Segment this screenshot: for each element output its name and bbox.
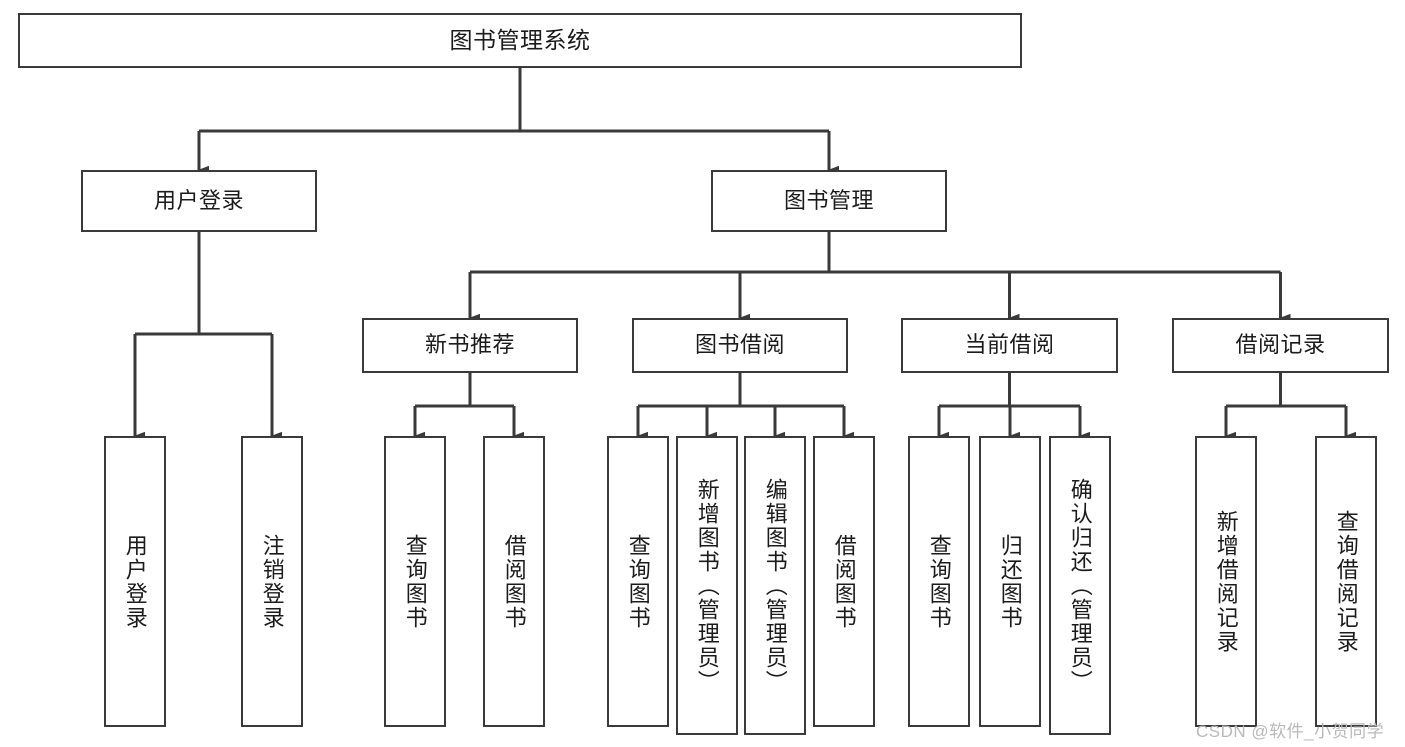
node-label: 新增图书（管理员）: [694, 477, 720, 694]
node-current-borrow[interactable]: 当前借阅: [901, 318, 1118, 373]
node-label: 归还图书: [997, 533, 1023, 630]
node-label: 新增借阅记录: [1213, 509, 1239, 654]
node-book-manage[interactable]: 图书管理: [711, 170, 947, 232]
node-leaf-cb-confirm[interactable]: 确认归还（管理员）: [1049, 436, 1111, 735]
node-label: 用户登录: [122, 533, 148, 630]
node-leaf-logout[interactable]: 注销登录: [241, 436, 303, 727]
node-label: 图书管理系统: [449, 26, 591, 53]
node-label: 查询图书: [625, 533, 651, 630]
node-leaf-rec-borrow[interactable]: 借阅图书: [483, 436, 545, 727]
node-new-book-rec[interactable]: 新书推荐: [362, 318, 578, 373]
node-label: 查询借阅记录: [1333, 509, 1359, 654]
node-label: 当前借阅: [964, 332, 1055, 358]
node-label: 注销登录: [259, 533, 285, 630]
node-leaf-bb-edit[interactable]: 编辑图书（管理员）: [744, 436, 806, 735]
node-leaf-rec-query[interactable]: 查询图书: [384, 436, 446, 727]
node-label: 查询图书: [402, 533, 428, 630]
node-label: 借阅记录: [1235, 332, 1326, 358]
node-leaf-br-query[interactable]: 查询借阅记录: [1315, 436, 1377, 727]
node-label: 借阅图书: [831, 533, 857, 630]
node-label: 确认归还（管理员）: [1067, 477, 1093, 694]
node-leaf-cb-query[interactable]: 查询图书: [908, 436, 970, 727]
node-book-borrow[interactable]: 图书借阅: [632, 318, 848, 373]
node-root[interactable]: 图书管理系统: [18, 13, 1022, 68]
node-leaf-bb-add[interactable]: 新增图书（管理员）: [676, 436, 738, 735]
node-leaf-cb-return[interactable]: 归还图书: [979, 436, 1041, 727]
node-label: 新书推荐: [424, 332, 515, 358]
node-label: 编辑图书（管理员）: [762, 477, 788, 694]
node-borrow-record[interactable]: 借阅记录: [1172, 318, 1389, 373]
node-leaf-bb-borrow[interactable]: 借阅图书: [813, 436, 875, 727]
node-label: 用户登录: [153, 187, 244, 213]
node-user-login[interactable]: 用户登录: [81, 170, 317, 232]
node-leaf-bb-query[interactable]: 查询图书: [607, 436, 669, 727]
connector-lines: [133, 68, 1356, 441]
node-label: 借阅图书: [501, 533, 527, 630]
node-leaf-br-add[interactable]: 新增借阅记录: [1195, 436, 1257, 727]
node-label: 图书借阅: [694, 332, 785, 358]
node-leaf-user-login[interactable]: 用户登录: [104, 436, 166, 727]
node-label: 查询图书: [926, 533, 952, 630]
node-label: 图书管理: [783, 187, 874, 213]
